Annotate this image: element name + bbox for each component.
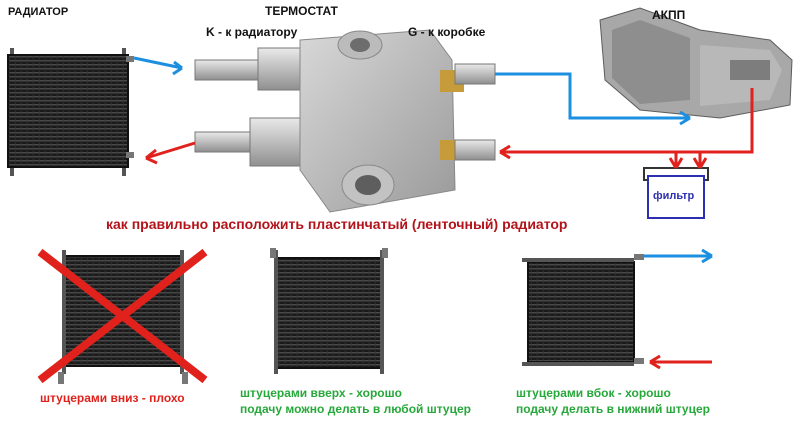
option-2-caption-line1: штуцерами вверх - хорошо — [240, 386, 402, 400]
k-port-label: K - к радиатору — [206, 25, 298, 39]
flow-arrows — [133, 56, 754, 169]
thermostat-body — [194, 29, 496, 213]
transmission-akpp — [599, 7, 793, 119]
headline: как правильно расположить пластинчатый (… — [106, 216, 568, 232]
radiator-label: РАДИАТОР — [8, 6, 69, 18]
option-1-caption: штуцерами вниз - плохо — [40, 391, 185, 405]
option-3-caption-line2: подачу делать в нижний штуцер — [516, 402, 710, 416]
radiator-ports-side — [522, 248, 713, 370]
filter-label: фильтр — [653, 190, 695, 202]
radiator-ports-up — [270, 248, 388, 374]
option-2-caption-line2: подачу можно делать в любой штуцер — [240, 402, 471, 416]
option-3-caption-line1: штуцерами вбок - хорошо — [516, 386, 671, 400]
radiator-ports-down — [37, 248, 208, 384]
akpp-label: АКПП — [652, 8, 686, 22]
thermostat-label: ТЕРМОСТАТ — [265, 4, 338, 18]
g-port-label: G - к коробке — [408, 25, 486, 39]
radiator-top-left — [7, 48, 134, 176]
filter-box — [643, 167, 709, 219]
